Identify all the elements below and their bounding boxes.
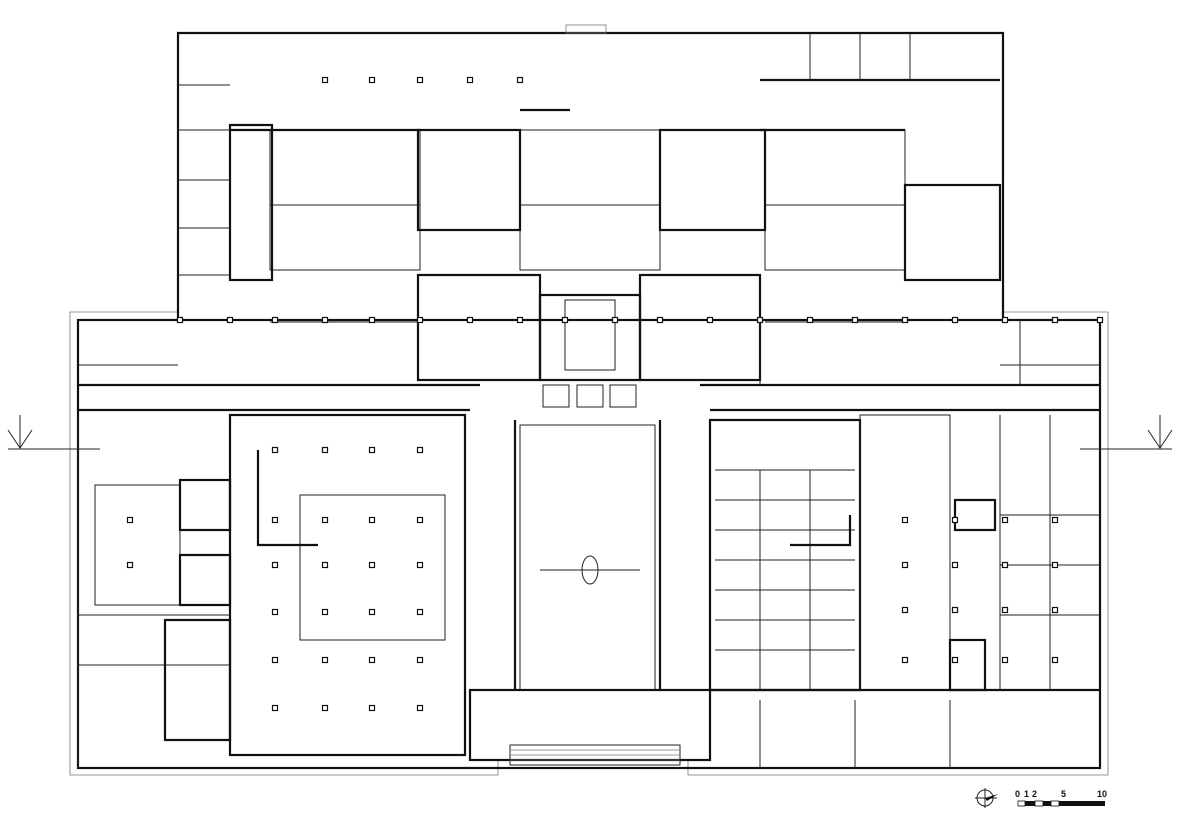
compass-north-icon <box>975 788 998 808</box>
upper-left-rooms <box>178 84 230 276</box>
column <box>368 316 376 324</box>
right-hall <box>77 320 1100 768</box>
column <box>466 316 474 324</box>
column <box>1051 561 1059 569</box>
column <box>368 446 376 454</box>
column <box>321 316 329 324</box>
column <box>126 561 134 569</box>
column <box>951 516 959 524</box>
scale-label-0: 0 <box>1015 789 1020 799</box>
column <box>176 316 184 324</box>
column <box>706 316 714 324</box>
column <box>416 516 424 524</box>
column <box>516 76 524 84</box>
column <box>271 704 279 712</box>
column <box>516 316 524 324</box>
column <box>416 76 424 84</box>
column <box>271 316 279 324</box>
column <box>1001 316 1009 324</box>
column <box>368 656 376 664</box>
column <box>1001 606 1009 614</box>
column <box>321 446 329 454</box>
column <box>901 606 909 614</box>
column <box>321 704 329 712</box>
column <box>1096 316 1104 324</box>
column <box>416 656 424 664</box>
column <box>1001 656 1009 664</box>
column <box>806 316 814 324</box>
scale-bar: 0 1 2 5 10 <box>1015 789 1107 807</box>
section-marker-left <box>7 415 100 450</box>
column <box>416 446 424 454</box>
column <box>271 516 279 524</box>
column <box>321 608 329 616</box>
column <box>1001 561 1009 569</box>
column <box>611 316 619 324</box>
column <box>368 76 376 84</box>
column <box>901 316 909 324</box>
column <box>1051 656 1059 664</box>
column <box>321 516 329 524</box>
column <box>1001 516 1009 524</box>
column <box>368 561 376 569</box>
column <box>851 316 859 324</box>
column <box>756 316 764 324</box>
column <box>951 561 959 569</box>
column <box>321 656 329 664</box>
column <box>368 516 376 524</box>
column <box>226 316 234 324</box>
column <box>951 316 959 324</box>
column <box>321 76 329 84</box>
left-hall <box>78 413 467 757</box>
scale-label-5: 5 <box>1061 789 1066 799</box>
column <box>656 316 664 324</box>
scale-label-1: 1 <box>1024 789 1029 799</box>
column <box>271 608 279 616</box>
column <box>951 656 959 664</box>
column <box>901 656 909 664</box>
column <box>416 316 424 324</box>
column <box>1051 606 1059 614</box>
main-corridor <box>78 364 1100 412</box>
column <box>368 608 376 616</box>
column <box>901 516 909 524</box>
column <box>416 561 424 569</box>
column <box>271 561 279 569</box>
section-marker-right <box>1080 415 1173 450</box>
column <box>271 446 279 454</box>
column <box>1051 516 1059 524</box>
column <box>321 561 329 569</box>
column <box>271 656 279 664</box>
column <box>1051 316 1059 324</box>
column <box>951 606 959 614</box>
column <box>901 561 909 569</box>
column <box>416 608 424 616</box>
scale-label-10: 10 <box>1097 789 1107 799</box>
column <box>416 704 424 712</box>
column <box>368 704 376 712</box>
upper-courtyards <box>228 33 1002 323</box>
central-block <box>416 273 762 766</box>
column <box>466 76 474 84</box>
structural-columns <box>126 76 1104 712</box>
column <box>561 316 569 324</box>
scale-label-2: 2 <box>1032 789 1037 799</box>
column <box>126 516 134 524</box>
